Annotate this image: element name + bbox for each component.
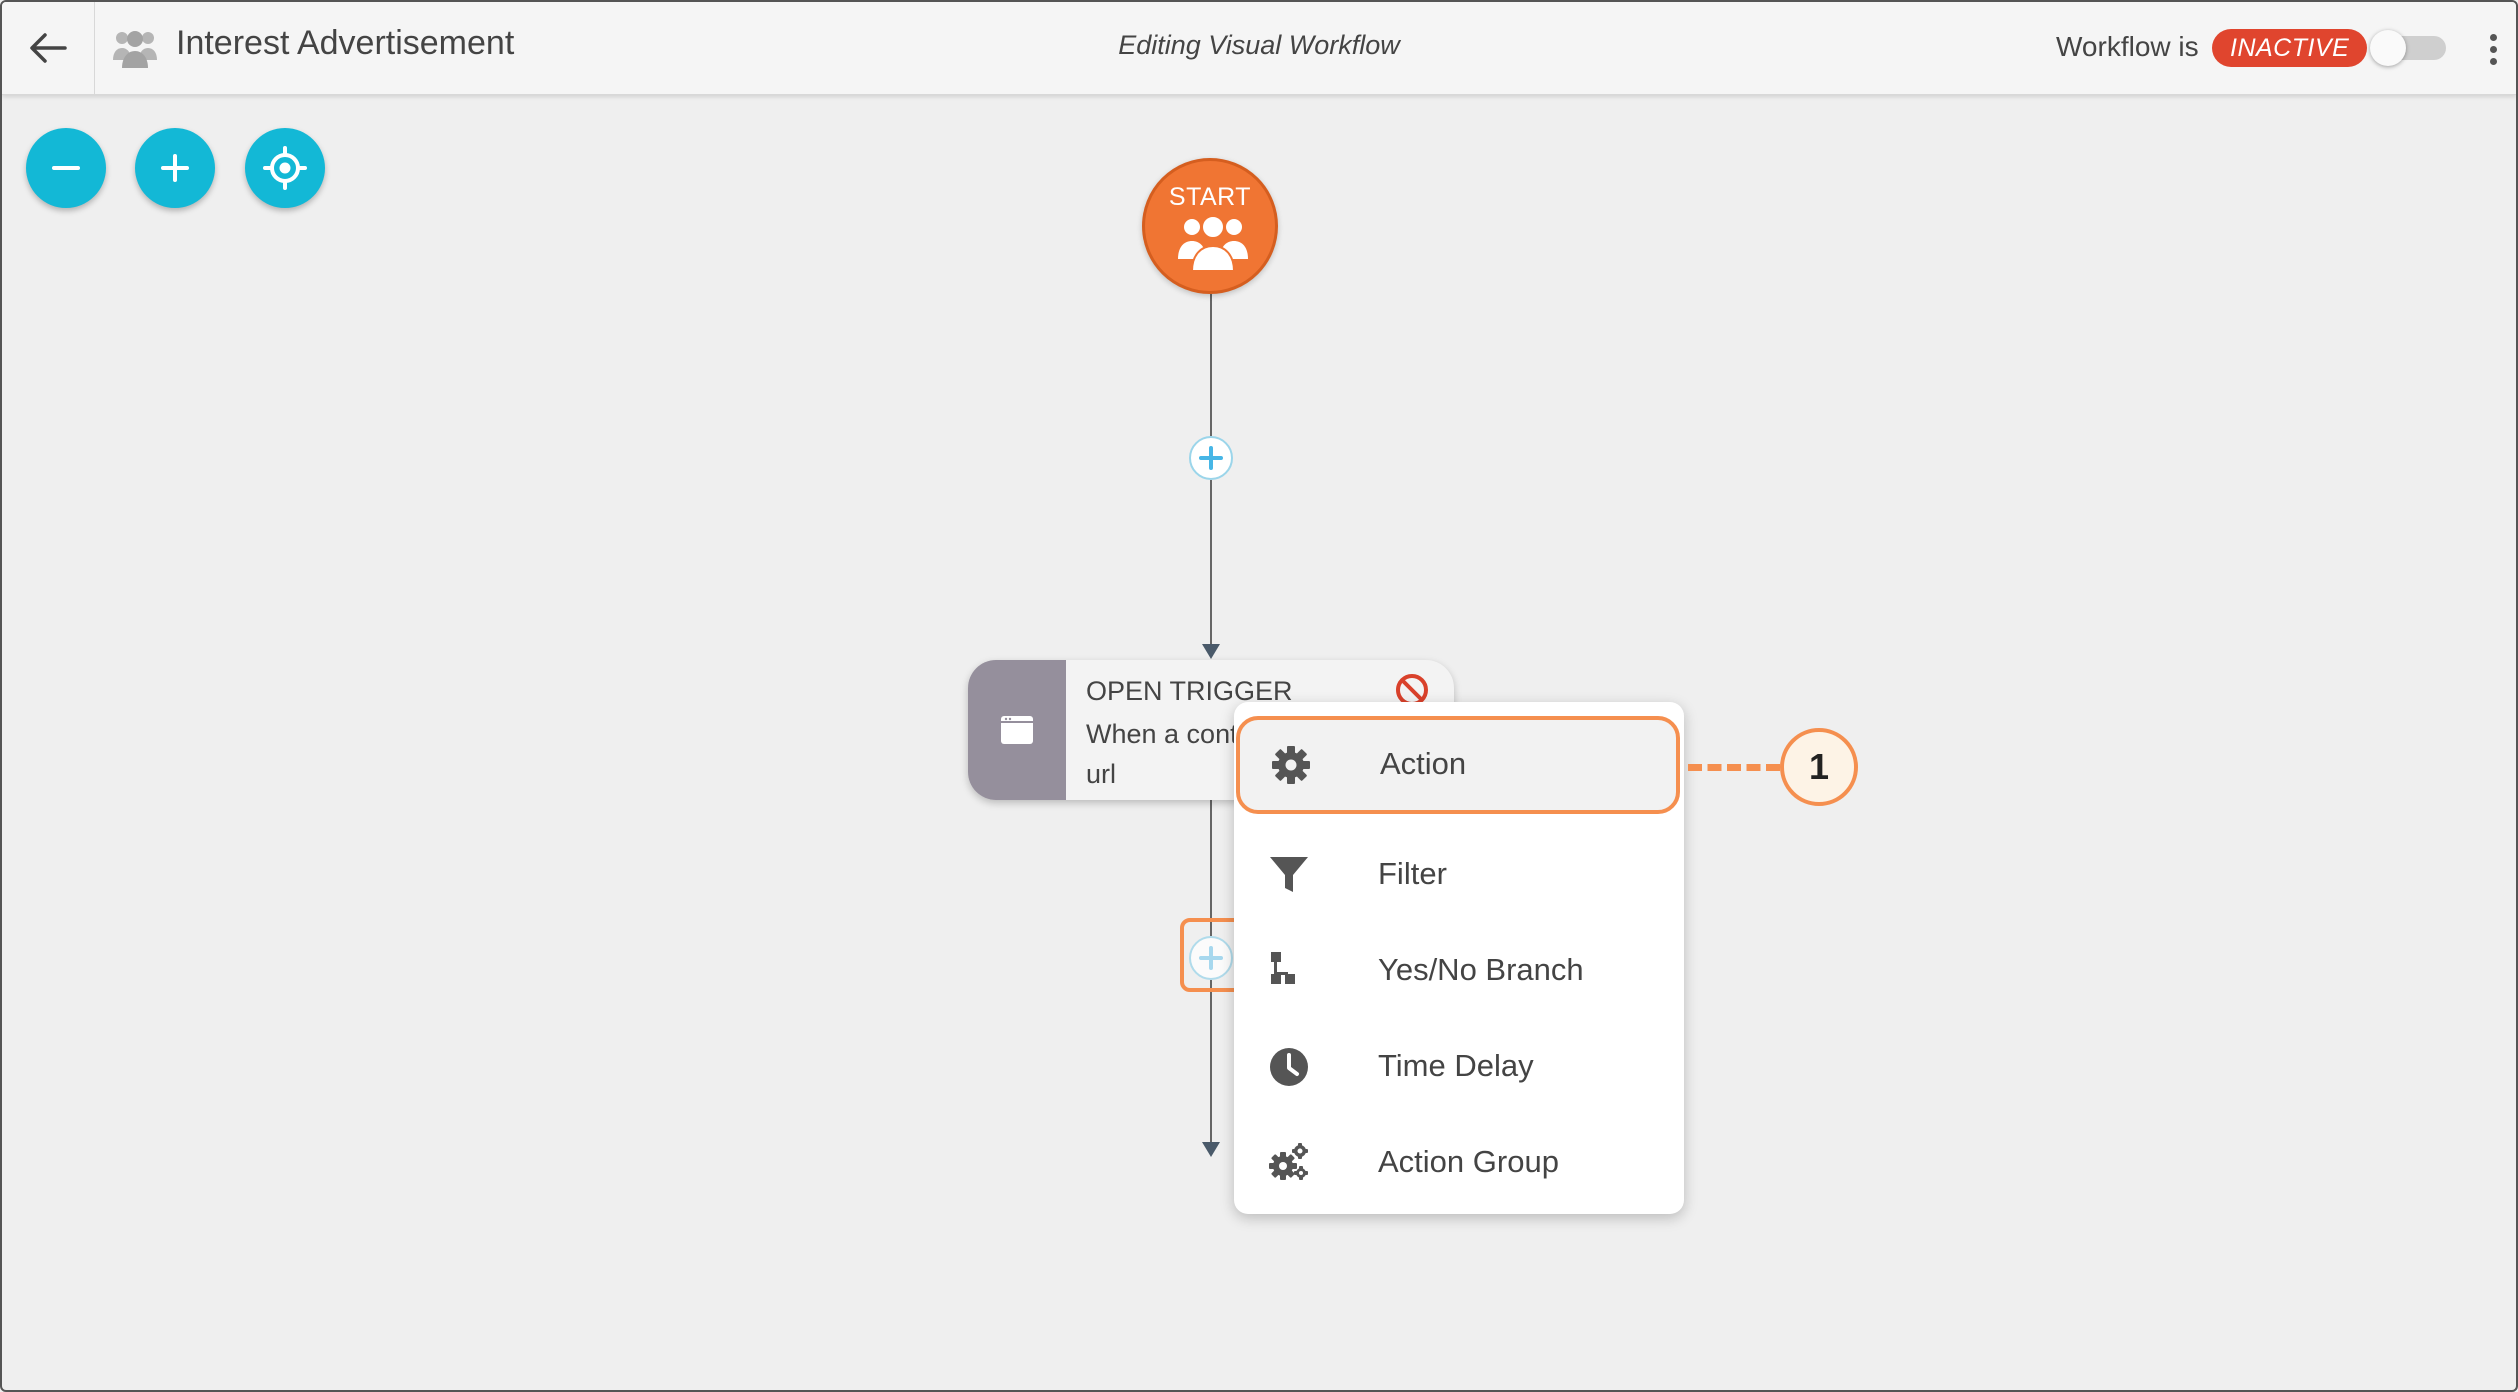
add-step-menu: Action Filter Yes/No Branch <box>1234 702 1684 1214</box>
clock-icon <box>1270 1048 1308 1086</box>
trigger-description-line: url <box>1086 759 1117 789</box>
group-icon <box>113 31 157 68</box>
callout-connector <box>1688 764 1780 771</box>
menu-item-label: Filter <box>1378 856 1447 891</box>
browser-window-icon <box>1001 716 1033 744</box>
menu-item-action-group[interactable]: Action Group <box>1234 1114 1684 1210</box>
menu-item-label: Action Group <box>1378 1144 1559 1179</box>
menu-item-yes-no-branch[interactable]: Yes/No Branch <box>1234 922 1684 1018</box>
start-label: START <box>1168 183 1252 211</box>
trigger-description: When a cont url <box>1086 714 1426 794</box>
menu-item-label: Time Delay <box>1378 1048 1534 1083</box>
back-button[interactable] <box>2 2 95 94</box>
add-step-button[interactable] <box>1189 436 1233 480</box>
zoom-in-button[interactable] <box>135 128 215 208</box>
gear-icon <box>1272 746 1310 784</box>
zoom-out-button[interactable] <box>26 128 106 208</box>
funnel-icon <box>1270 857 1308 892</box>
arrow-left-icon <box>30 33 67 63</box>
start-node[interactable]: START <box>1142 158 1278 294</box>
minus-icon <box>52 166 80 170</box>
page-title: Interest Advertisement <box>176 24 515 62</box>
branch-icon <box>1271 952 1295 984</box>
trigger-type-panel <box>968 660 1066 800</box>
crosshair-icon <box>263 146 307 190</box>
toggle-knob <box>2370 30 2406 66</box>
kebab-dot <box>2489 33 2497 41</box>
top-bar: Interest Advertisement Editing Visual Wo… <box>2 2 2516 95</box>
kebab-dot <box>2489 57 2497 65</box>
more-options-button[interactable] <box>2478 28 2508 70</box>
menu-item-time-delay[interactable]: Time Delay <box>1234 1018 1684 1114</box>
callout-number: 1 <box>1780 728 1858 806</box>
menu-item-label: Action <box>1380 746 1467 781</box>
trigger-description-line: When a cont <box>1086 719 1238 749</box>
status-badge: INACTIVE <box>2212 29 2368 67</box>
gears-icon <box>1269 1143 1308 1180</box>
workflow-active-toggle[interactable] <box>2370 30 2446 66</box>
add-step-button-active[interactable] <box>1189 936 1233 980</box>
recenter-button[interactable] <box>245 128 325 208</box>
menu-item-action[interactable]: Action <box>1236 716 1680 814</box>
trigger-title: OPEN TRIGGER <box>1086 676 1293 706</box>
plus-icon <box>1199 446 1223 470</box>
plus-icon <box>1199 946 1223 970</box>
menu-item-filter[interactable]: Filter <box>1234 826 1684 922</box>
plus-icon <box>161 154 189 182</box>
menu-item-label: Yes/No Branch <box>1378 952 1584 987</box>
group-icon <box>1178 215 1248 272</box>
kebab-dot <box>2489 45 2497 53</box>
workflow-status-label: Workflow is <box>2056 31 2199 62</box>
